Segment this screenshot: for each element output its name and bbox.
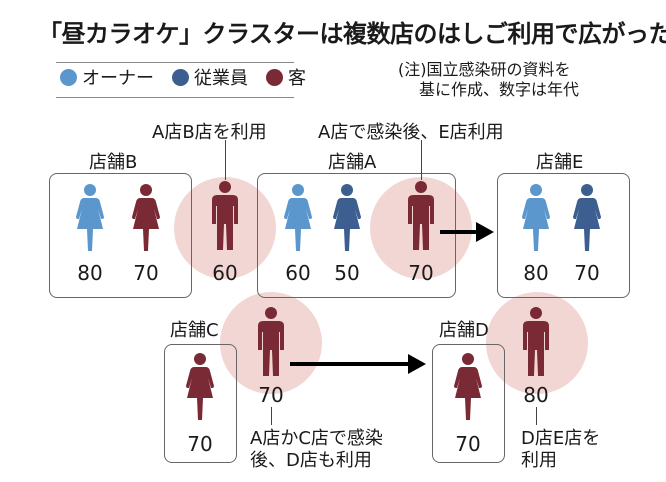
note-line-2: 基に作成、数字は年代 xyxy=(419,80,580,99)
arrow-c-to-d-icon xyxy=(290,354,426,374)
store-b-person-2-female-figure-icon xyxy=(132,184,160,251)
annotation-t4: D店E店を 利用 xyxy=(521,428,600,472)
legend-bottom-rule xyxy=(56,97,294,98)
store-label-b: 店舗B xyxy=(89,152,138,173)
infographic-title: 「昼カラオケ」クラスターは複数店のはしご利用で広がった xyxy=(38,20,666,48)
leader-line-t3 xyxy=(271,407,272,425)
annotation-t3: A店かC店で感染 後、D店も利用 xyxy=(250,428,383,472)
leader-line-t4 xyxy=(536,407,537,425)
store-a-person-1-age-label: 60 xyxy=(285,261,311,285)
legend-item-customer: 客 xyxy=(266,64,306,90)
store-a-person-2-age-label: 50 xyxy=(334,261,360,285)
store-label-a: 店舗A xyxy=(328,152,377,173)
store-box-b xyxy=(49,173,192,298)
legend-item-owner: オーナー xyxy=(60,64,154,90)
legend-label-owner: オーナー xyxy=(82,68,154,89)
store-box-e xyxy=(497,173,630,298)
arrow-a-to-e-icon xyxy=(440,222,494,242)
store-e-person-1-female-figure-icon xyxy=(522,184,550,251)
store-a-person-1-female-figure-icon xyxy=(284,184,312,251)
leader-line-t1 xyxy=(225,140,226,180)
legend-top-rule xyxy=(56,62,294,63)
annotation-t4-line-2: 利用 xyxy=(521,450,557,471)
customer-dot-icon xyxy=(266,68,283,86)
traveler-t2-age-label: 70 xyxy=(408,261,434,285)
store-c-person-1-female-figure-icon xyxy=(186,353,214,420)
store-label-e: 店舗E xyxy=(536,152,584,173)
staff-dot-icon xyxy=(172,68,189,86)
owner-dot-icon xyxy=(60,68,77,86)
store-box-a xyxy=(257,173,456,298)
store-e-person-2-female-figure-icon xyxy=(573,184,601,251)
store-b-person-1-age-label: 80 xyxy=(77,261,103,285)
traveler-t1-male-figure-icon xyxy=(212,181,238,250)
legend-label-staff: 従業員 xyxy=(194,68,248,89)
traveler-t3-male-figure-icon xyxy=(258,307,284,376)
store-e-person-1-age-label: 80 xyxy=(523,261,549,285)
legend-label-customer: 客 xyxy=(288,68,306,89)
annotation-t1: A店B店を利用 xyxy=(152,122,267,143)
annotation-t2: A店で感染後、E店利用 xyxy=(318,122,504,143)
store-b-person-1-female-figure-icon xyxy=(76,184,104,251)
store-box-c xyxy=(164,344,237,463)
traveler-t2-male-figure-icon xyxy=(408,181,434,250)
store-e-person-2-age-label: 70 xyxy=(574,261,600,285)
leader-line-t2 xyxy=(421,140,422,180)
store-box-d xyxy=(432,344,505,463)
traveler-t3-age-label: 70 xyxy=(258,383,284,407)
store-d-person-1-age-label: 70 xyxy=(455,432,481,456)
annotation-t3-line-2: 後、D店も利用 xyxy=(250,450,372,471)
legend-item-staff: 従業員 xyxy=(172,64,248,90)
traveler-t1-age-label: 60 xyxy=(212,261,238,285)
traveler-t4-age-label: 80 xyxy=(523,383,549,407)
legend: オーナー 従業員 客 xyxy=(60,64,324,90)
note-line-1: (注)国立感染研の資料を xyxy=(398,60,571,79)
store-b-person-2-age-label: 70 xyxy=(133,261,159,285)
annotation-t4-line-1: D店E店を xyxy=(521,428,601,449)
store-a-person-2-female-figure-icon xyxy=(333,184,361,251)
traveler-t4-male-figure-icon xyxy=(523,307,549,376)
store-label-c: 店舗C xyxy=(170,320,219,341)
store-label-d: 店舗D xyxy=(439,320,489,341)
store-c-person-1-age-label: 70 xyxy=(187,432,213,456)
store-d-person-1-female-figure-icon xyxy=(454,353,482,420)
annotation-t3-line-1: A店かC店で感染 xyxy=(250,428,383,449)
source-note: (注)国立感染研の資料を 基に作成、数字は年代 xyxy=(398,60,579,100)
